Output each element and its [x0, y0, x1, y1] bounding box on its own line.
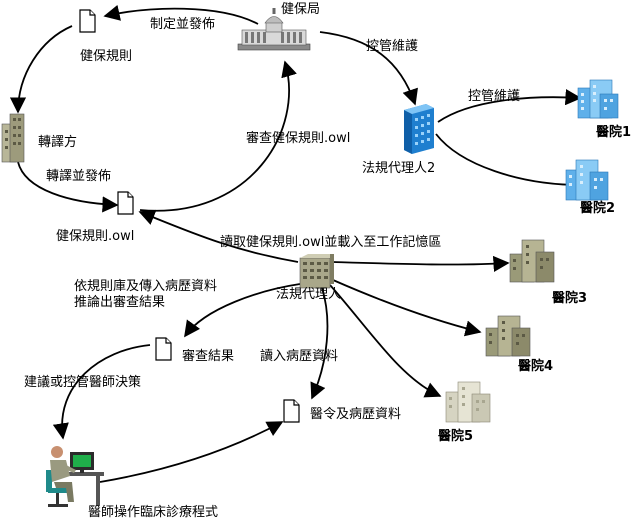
infer-edge-label-1: 依規則庫及傳入病歷資料 [74, 279, 217, 294]
review-result-document-icon [155, 337, 172, 361]
translator-building-icon [1, 113, 25, 163]
orders-records-document-icon [283, 399, 300, 423]
labels: 健保局 制定並發佈 健保規則 控管維護 控管維護 醫院1 轉譯方 審查健保規則.… [24, 2, 631, 520]
arrow-review [139, 60, 297, 212]
translator-label: 轉譯方 [38, 134, 77, 150]
doctor-workstation-icon [46, 446, 104, 507]
infer-edge-label-2: 推論出審查結果 [74, 294, 165, 310]
hospital3-icon [509, 239, 555, 283]
arrows [9, 4, 584, 483]
arrow-load-owl [138, 209, 299, 263]
advise-edge-label: 建議或控管醫師決策 [24, 374, 141, 390]
arrow-doctor-records [99, 421, 284, 483]
bureau-label: 健保局 [281, 2, 320, 17]
arrow-doc-to-translator [9, 25, 73, 114]
hospital1-label: 醫院1 [596, 124, 631, 140]
hospital4-label: 醫院4 [518, 358, 553, 374]
hospital4-icon [485, 315, 531, 357]
rules-owl-label: 健保規則.owl [56, 229, 134, 244]
agent2-server-icon [404, 104, 434, 154]
bureau-building-icon [237, 8, 311, 51]
arrow-agent-h3 [332, 255, 510, 272]
arrow-agent-h5 [329, 284, 442, 398]
orders-records-label: 醫令及病歷資料 [310, 407, 401, 422]
hospital2-icon [565, 159, 609, 201]
arrow-read-records [310, 287, 329, 400]
load-owl-edge-label: 讀取健保規則.owl並載入至工作記憶區 [220, 234, 441, 250]
translate-edge-label: 轉譯並發佈 [46, 168, 111, 184]
read-records-edge-label: 讀入病歷資料 [260, 349, 338, 364]
arrow-agent2-h2 [435, 133, 584, 194]
arrow-infer [184, 283, 301, 338]
review-result-label: 審查結果 [182, 349, 234, 364]
hospital2-label: 醫院2 [580, 200, 615, 216]
hospital5-label: 醫院5 [438, 428, 473, 444]
agent2-label: 法規代理人2 [362, 161, 435, 176]
arrow-agent-h4 [332, 279, 482, 337]
doctor-label: 醫師操作臨床診療程式 [88, 504, 218, 520]
arrow-maintain-h1 [437, 89, 582, 123]
publish-edge-label: 制定並發佈 [150, 16, 215, 32]
rules-doc-label: 健保規則 [80, 49, 132, 64]
review-owl-edge-label: 審查健保規則.owl [246, 131, 350, 146]
maintain-edge-label-1: 控管維護 [366, 38, 418, 54]
hospital3-label: 醫院3 [552, 290, 587, 306]
rules-document-icon [79, 9, 96, 33]
arrow-maintain-agent2 [319, 31, 418, 106]
arrow-translate [17, 161, 119, 213]
rules-owl-document-icon [117, 191, 134, 215]
agent-main-building-icon [299, 254, 334, 289]
agent-main-label: 法規代理人 [276, 287, 341, 302]
arrow-publish [103, 4, 259, 25]
hospital1-icon [577, 79, 619, 119]
maintain-edge-label-2: 控管維護 [468, 88, 520, 104]
arrow-advise [52, 344, 151, 440]
hospital5-icon [445, 381, 491, 423]
